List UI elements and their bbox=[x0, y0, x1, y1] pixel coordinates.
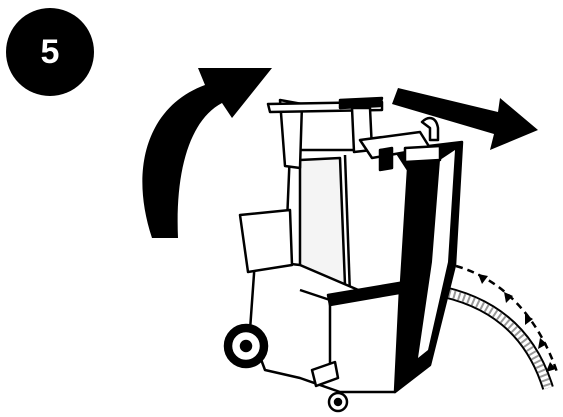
cleaning-machine bbox=[225, 98, 462, 411]
hose bbox=[434, 290, 548, 388]
